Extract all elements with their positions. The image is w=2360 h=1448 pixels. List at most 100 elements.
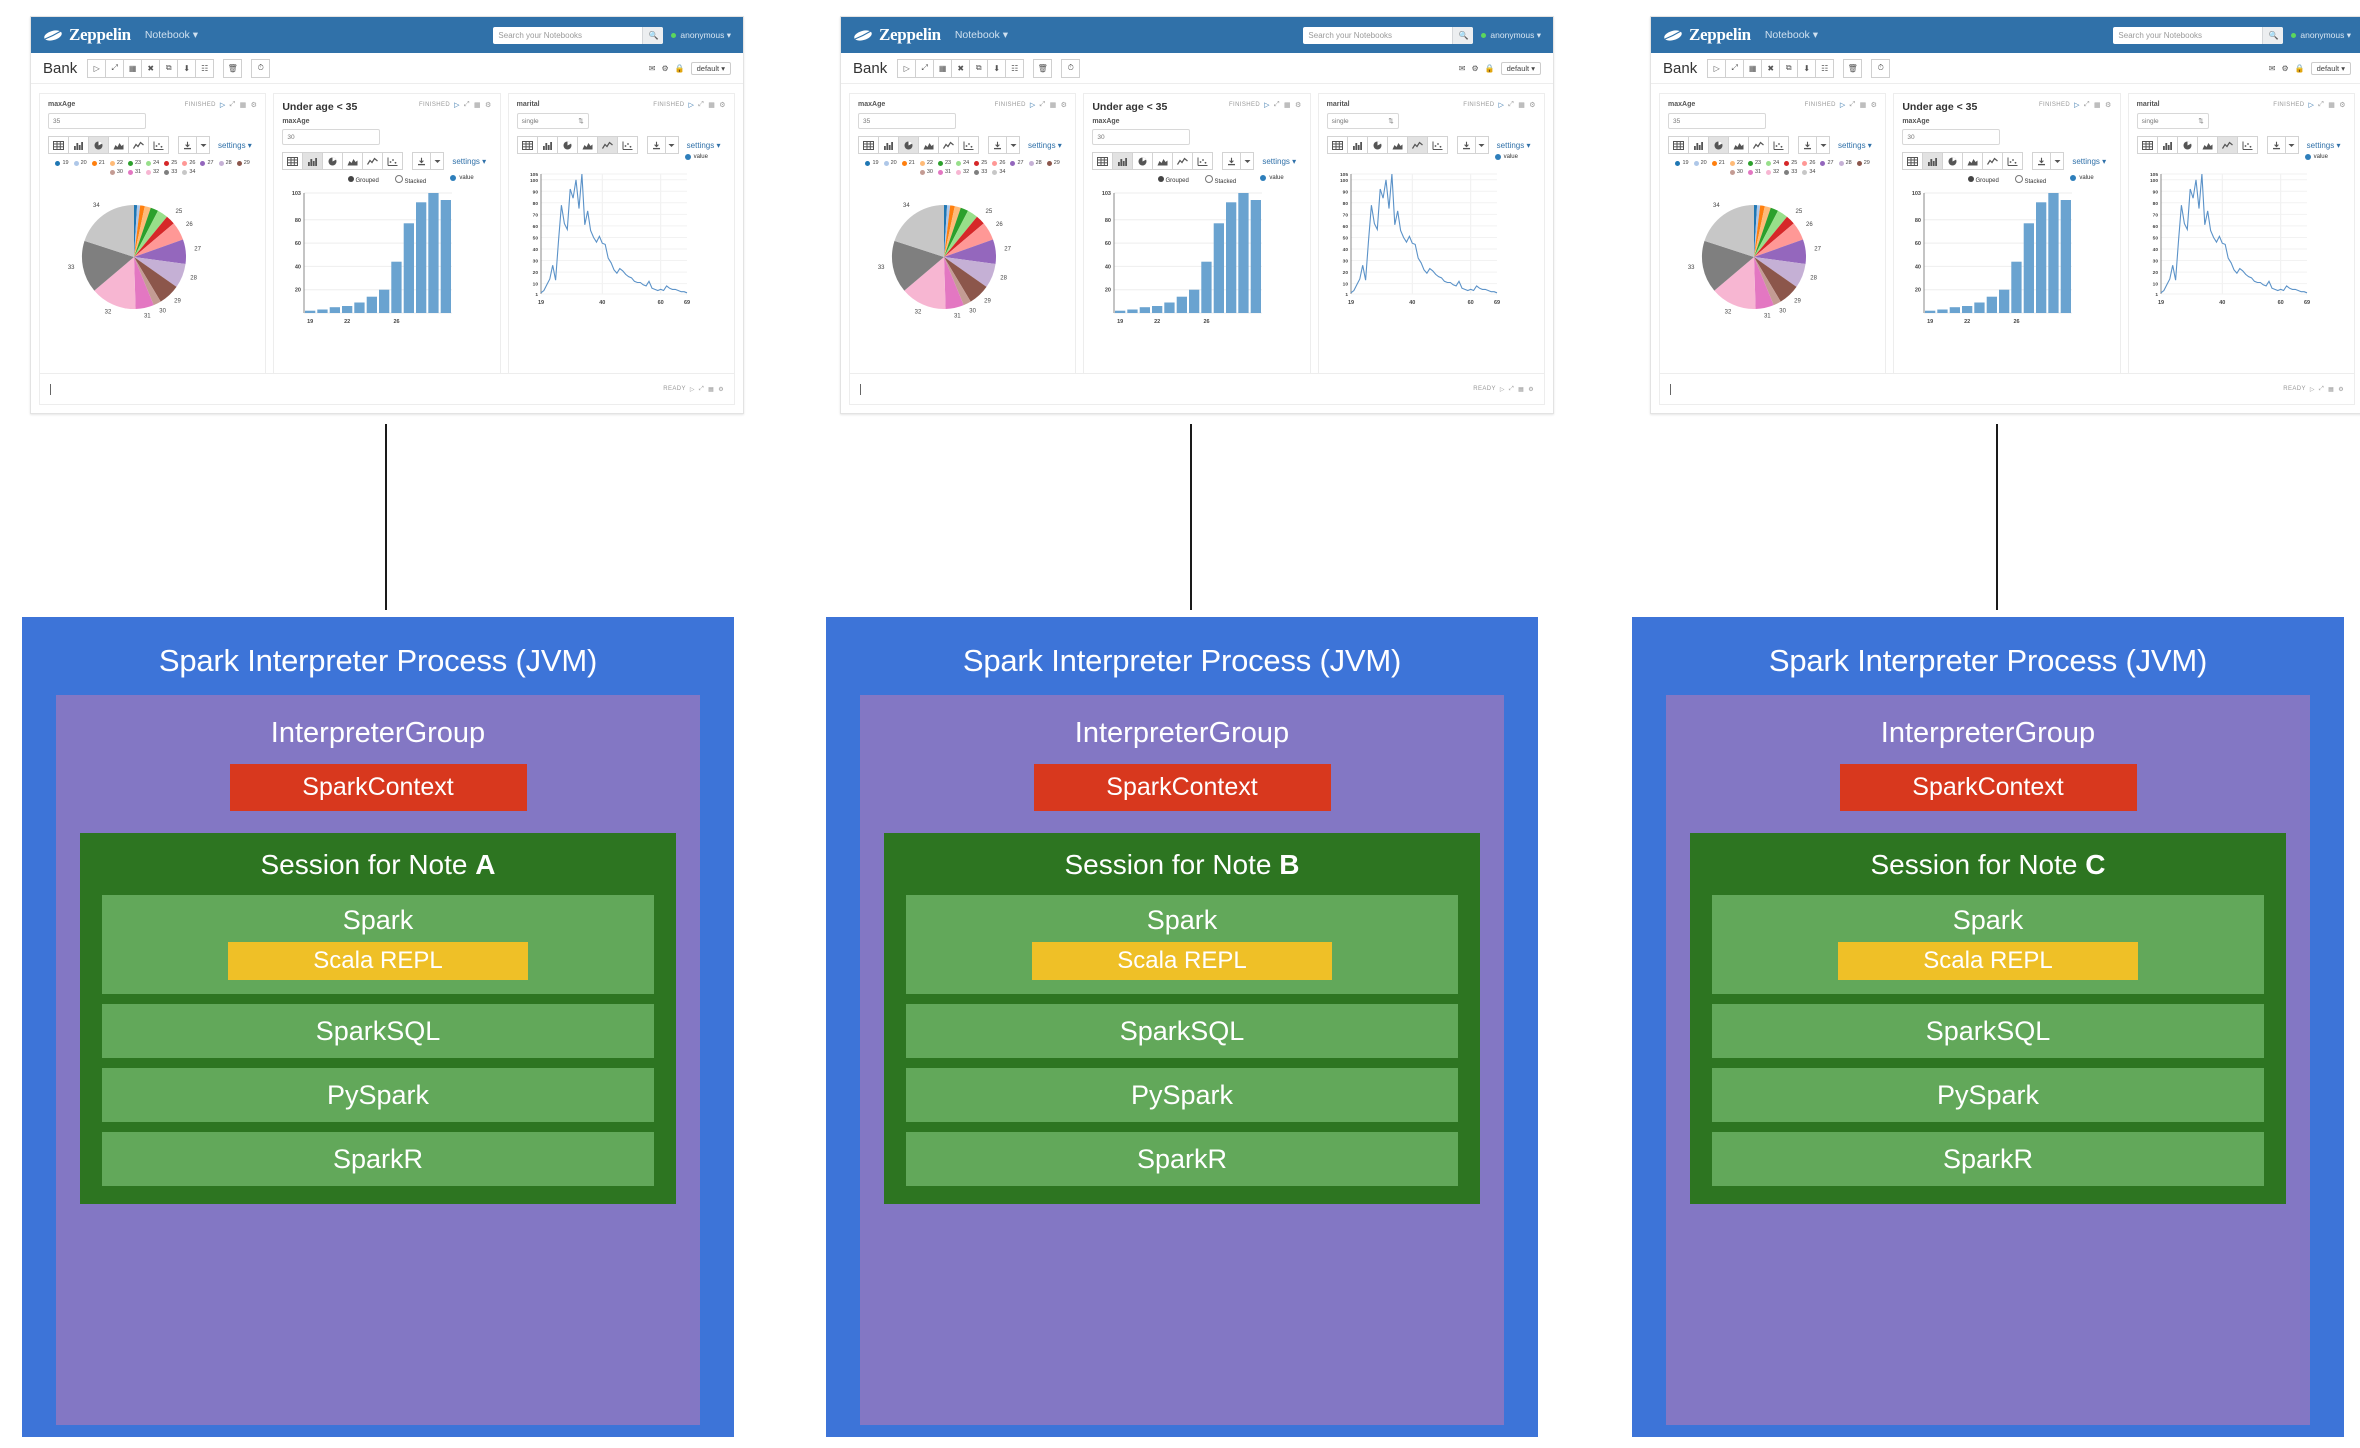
viz-table-icon[interactable]	[516, 136, 537, 154]
search-icon[interactable]: 🔍	[2262, 26, 2284, 44]
visualization-switcher[interactable]	[1902, 152, 2024, 170]
legend-item[interactable]: 25	[974, 160, 987, 166]
paragraph-settings-icon[interactable]: ⚙	[2338, 386, 2344, 393]
settings-toggle[interactable]: settings ▾	[2306, 140, 2341, 150]
show-hide-code-icon[interactable]: ⤢	[915, 58, 934, 78]
viz-area-chart-icon[interactable]	[576, 136, 597, 154]
clone-note-icon[interactable]: ⧉	[159, 58, 178, 78]
viz-line-chart-icon[interactable]	[128, 136, 148, 154]
legend-value[interactable]: value	[450, 175, 474, 181]
delete-note-icon[interactable]: 🗑	[1843, 58, 1863, 78]
form-input-maxAge[interactable]: 35	[48, 113, 146, 129]
legend-item[interactable]: 25	[1784, 160, 1797, 166]
viz-scatter-chart-icon[interactable]	[2002, 152, 2024, 170]
settings-toggle[interactable]: settings ▾	[218, 140, 252, 150]
download-group[interactable]	[412, 152, 445, 170]
chevron-down-icon[interactable]	[664, 136, 679, 154]
expand-icon[interactable]: ⤢	[2318, 385, 2325, 392]
paragraph-settings-icon[interactable]: ⚙	[718, 386, 724, 393]
run-paragraph-icon[interactable]: ▷	[1264, 102, 1270, 109]
legend-item[interactable]: 27	[1010, 160, 1024, 166]
export-note-icon[interactable]: ⬇	[987, 58, 1006, 78]
legend-item[interactable]: 26	[992, 160, 1005, 166]
legend-item[interactable]: 29	[1856, 160, 1870, 166]
legend-item[interactable]: 26	[182, 160, 195, 166]
visualization-switcher[interactable]	[858, 136, 979, 154]
new-paragraph-row[interactable]: READY▷⤢▦⚙	[849, 373, 1545, 405]
legend-item[interactable]: 19	[865, 160, 879, 166]
chevron-down-icon[interactable]	[1474, 136, 1489, 154]
chevron-down-icon[interactable]	[1816, 136, 1830, 154]
viz-area-chart-icon[interactable]	[2196, 136, 2217, 154]
search-icon[interactable]: 🔍	[642, 26, 664, 44]
settings-toggle[interactable]: settings ▾	[1496, 140, 1531, 150]
visualization-switcher[interactable]	[516, 136, 638, 154]
viz-line-chart-icon[interactable]	[1406, 136, 1427, 154]
legend-item[interactable]: 31	[1747, 169, 1761, 175]
delete-note-icon[interactable]: 🗑	[223, 58, 243, 78]
legend-item[interactable]: 30	[1729, 169, 1743, 175]
search-input[interactable]: Search your Notebooks🔍	[493, 26, 664, 44]
legend-item[interactable]: 26	[1802, 160, 1815, 166]
clone-note-icon[interactable]: ⧉	[1779, 58, 1798, 78]
legend-grouped[interactable]: Grouped	[1967, 176, 1999, 184]
new-paragraph-row[interactable]: READY▷⤢▦⚙	[39, 373, 735, 405]
download-icon[interactable]	[178, 136, 196, 154]
viz-area-chart-icon[interactable]	[342, 152, 363, 170]
legend-item[interactable]: 19	[1675, 160, 1689, 166]
legend-item[interactable]: 22	[109, 160, 123, 166]
viz-area-chart-icon[interactable]	[1962, 152, 1983, 170]
legend-item[interactable]: 23	[937, 160, 951, 166]
legend-item[interactable]: 33	[1784, 169, 1797, 175]
viz-line-chart-icon[interactable]	[1172, 152, 1193, 170]
download-group[interactable]	[2266, 136, 2299, 154]
form-select-marital[interactable]: single⇅	[2136, 113, 2209, 129]
legend-item[interactable]: 34	[992, 169, 1005, 175]
expand-icon[interactable]: ⤢	[229, 101, 236, 108]
download-icon[interactable]	[2032, 152, 2051, 170]
viz-area-chart-icon[interactable]	[108, 136, 128, 154]
legend-item[interactable]: 23	[1747, 160, 1761, 166]
download-icon[interactable]	[412, 152, 431, 170]
run-paragraph-icon[interactable]: ▷	[1839, 102, 1846, 109]
download-icon[interactable]	[646, 136, 665, 154]
paragraph-settings-icon[interactable]: ⚙	[250, 102, 258, 109]
book-icon[interactable]: ▦	[239, 102, 247, 109]
commit-note-icon[interactable]: ☷	[1815, 58, 1835, 78]
run-paragraph-icon[interactable]: ▷	[1498, 102, 1505, 109]
legend-item[interactable]: 21	[1711, 160, 1725, 166]
viz-pie-chart-icon[interactable]	[1708, 136, 1728, 154]
paragraph-settings-icon[interactable]: ⚙	[2339, 102, 2346, 109]
viz-scatter-chart-icon[interactable]	[616, 136, 638, 154]
book-icon[interactable]: ▦	[708, 386, 715, 393]
viz-table-icon[interactable]	[858, 136, 878, 154]
viz-scatter-chart-icon[interactable]	[1768, 136, 1789, 154]
interpreter-binding-select[interactable]: default ▾	[1500, 61, 1541, 75]
user-menu[interactable]: anonymous ▾	[671, 30, 731, 41]
legend-item[interactable]: 21	[91, 160, 105, 166]
run-all-icon[interactable]: ▷	[87, 58, 106, 78]
expand-icon[interactable]: ⤢	[2318, 101, 2325, 108]
bar-mode-legend[interactable]: Grouped Stacked	[282, 175, 491, 185]
book-icon[interactable]: ▦	[473, 102, 481, 109]
zeppelin-logo[interactable]: Zeppelin	[853, 25, 941, 45]
viz-scatter-chart-icon[interactable]	[958, 136, 979, 154]
visualization-switcher[interactable]	[48, 136, 169, 154]
viz-area-chart-icon[interactable]	[1728, 136, 1748, 154]
run-paragraph-icon[interactable]: ▷	[1029, 102, 1036, 109]
clear-output-icon[interactable]: ✖	[141, 58, 160, 78]
clear-output-icon[interactable]: ✖	[951, 58, 970, 78]
interpreter-binding-icon[interactable]: ⚙	[2281, 63, 2289, 73]
run-paragraph-icon[interactable]: ▷	[688, 102, 695, 109]
legend-item[interactable]: 20	[1693, 160, 1707, 166]
search-input[interactable]: Search your Notebooks🔍	[1303, 26, 1474, 44]
run-paragraph-icon[interactable]: ▷	[2308, 102, 2315, 109]
run-all-icon[interactable]: ▷	[897, 58, 916, 78]
legend-value[interactable]: value	[684, 154, 708, 160]
viz-bar-chart-icon[interactable]	[536, 136, 557, 154]
download-icon[interactable]	[2266, 136, 2285, 154]
show-hide-code-icon[interactable]: ⤢	[1725, 58, 1744, 78]
viz-scatter-chart-icon[interactable]	[148, 136, 169, 154]
